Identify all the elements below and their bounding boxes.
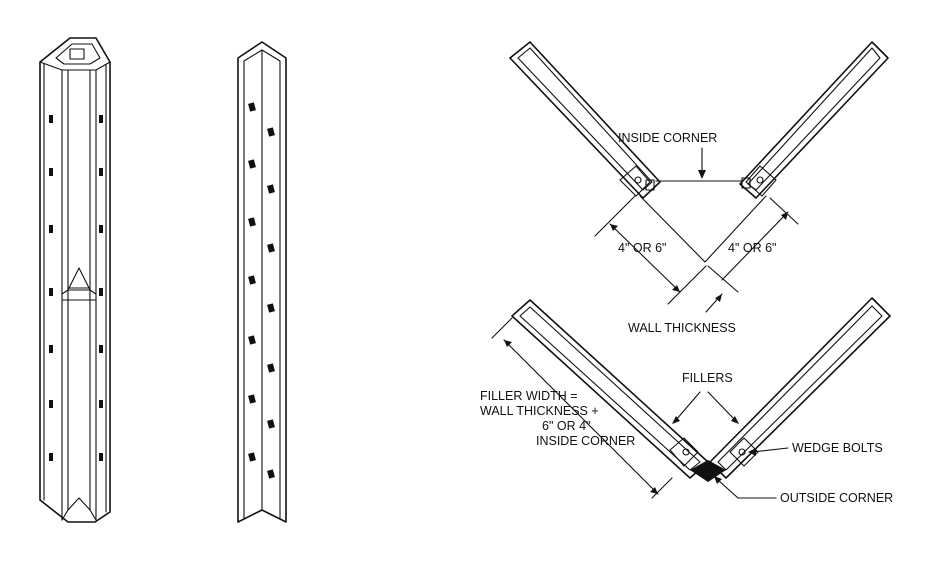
post-slots-right — [99, 115, 103, 461]
inside-corner-plan — [509, 41, 889, 305]
label-inside-corner: INSIDE CORNER — [618, 131, 717, 145]
inside-corner-post-icon — [39, 37, 111, 523]
outside-corner-plan — [491, 293, 891, 499]
label-wedge-bolts: WEDGE BOLTS — [792, 441, 883, 455]
outside-corner-post-icon — [237, 41, 287, 523]
label-filler-width-2: WALL THICKNESS + — [480, 404, 599, 418]
post-slots-left — [49, 115, 53, 461]
label-dim-right: 4" OR 6" — [728, 241, 776, 255]
label-outside-corner: OUTSIDE CORNER — [780, 491, 893, 505]
label-wall-thickness: WALL THICKNESS — [628, 321, 736, 335]
label-filler-width-3: 6" OR 4" — [542, 419, 590, 433]
label-fillers: FILLERS — [682, 371, 733, 385]
angle-slots — [248, 102, 275, 479]
label-filler-width-1: FILLER WIDTH = — [480, 389, 578, 403]
label-filler-width-4: INSIDE CORNER — [536, 434, 635, 448]
label-dim-left: 4" OR 6" — [618, 241, 666, 255]
